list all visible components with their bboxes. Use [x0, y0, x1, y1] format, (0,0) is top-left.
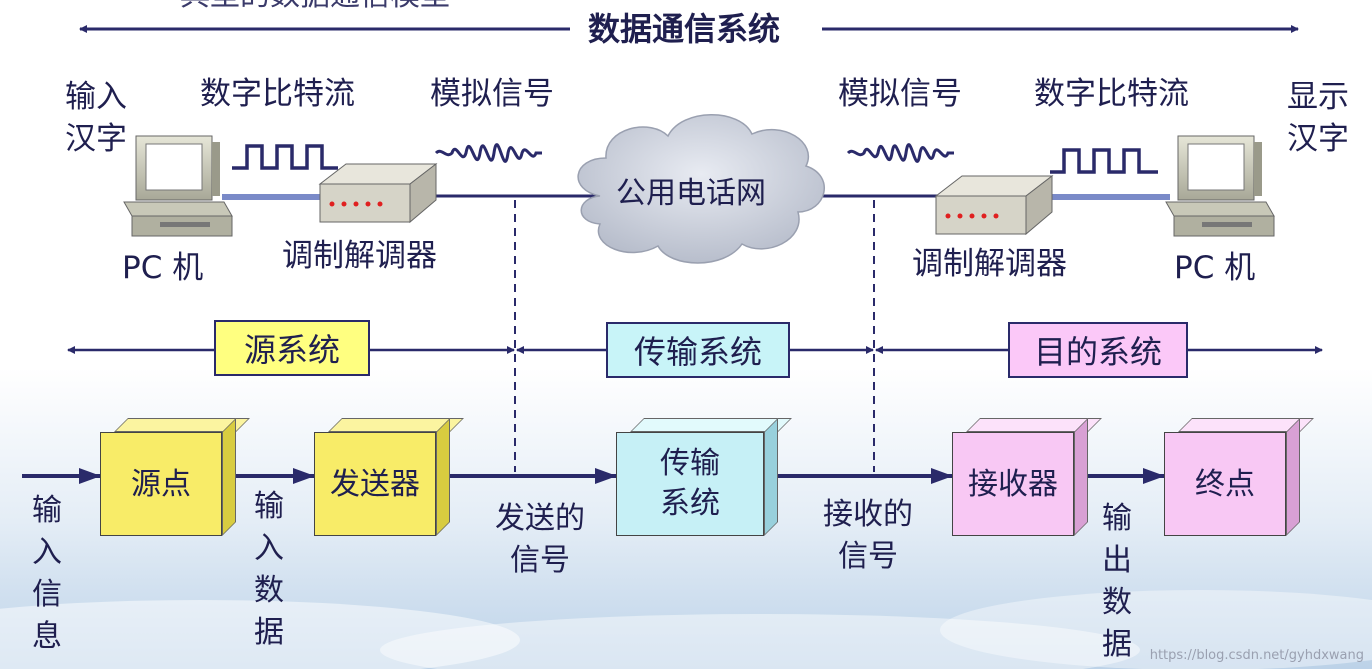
destination-block-label: 终点	[1164, 432, 1286, 536]
receiver-block: 接收器	[952, 418, 1102, 536]
pc-label-right: PC 机	[1174, 250, 1256, 286]
input-data-label: 输入数据	[254, 489, 284, 650]
square-wave-right	[1050, 148, 1158, 174]
transmitter-block-label: 发送器	[314, 432, 436, 536]
transmission-block: 传输系统	[616, 418, 792, 536]
destination-block: 终点	[1164, 418, 1314, 536]
analog-wave-left	[434, 143, 542, 163]
destination-system-box: 目的系统	[1008, 322, 1188, 378]
input-info-label: 输入信息	[32, 493, 62, 654]
bitstream-label-right: 数字比特流	[1034, 76, 1189, 112]
display-chars-label: 显示汉字	[1287, 79, 1349, 157]
bitstream-label-left: 数字比特流	[200, 76, 355, 112]
modem-label-right: 调制解调器	[912, 246, 1067, 282]
received-signal-label: 接收的信号	[823, 497, 913, 574]
pc-left-icon	[123, 135, 233, 237]
source-system-box: 源系统	[214, 320, 370, 376]
transmitter-block: 发送器	[314, 418, 464, 536]
analog-label-right: 模拟信号	[838, 76, 962, 112]
watermark: https://blog.csdn.net/gyhdxwang	[1149, 648, 1364, 663]
transmission-block-label: 传输系统	[616, 432, 764, 536]
phone-network-cloud	[577, 114, 825, 264]
pc-right-icon	[1165, 135, 1275, 237]
modem-left-icon	[318, 162, 438, 224]
transmission-block-text: 传输系统	[660, 446, 720, 521]
source-block: 源点	[100, 418, 250, 536]
sent-signal-label: 发送的信号	[495, 501, 585, 578]
system-title: 数据通信系统	[588, 10, 781, 48]
modem-label-left: 调制解调器	[282, 238, 437, 274]
analog-wave-right	[846, 143, 954, 163]
modem-right-icon	[934, 174, 1054, 236]
analog-label-left: 模拟信号	[430, 76, 554, 112]
pc-label-left: PC 机	[122, 250, 204, 286]
network-label: 公用电话网	[616, 176, 766, 211]
partial-slide-title: 典型的数据通信模型	[180, 0, 450, 14]
source-block-label: 源点	[100, 432, 222, 536]
output-data-label: 输出数据	[1102, 501, 1132, 662]
receiver-block-label: 接收器	[952, 432, 1074, 536]
transmission-system-box: 传输系统	[606, 322, 790, 378]
input-chars-label: 输入汉字	[65, 79, 127, 157]
square-wave-left	[232, 144, 338, 170]
